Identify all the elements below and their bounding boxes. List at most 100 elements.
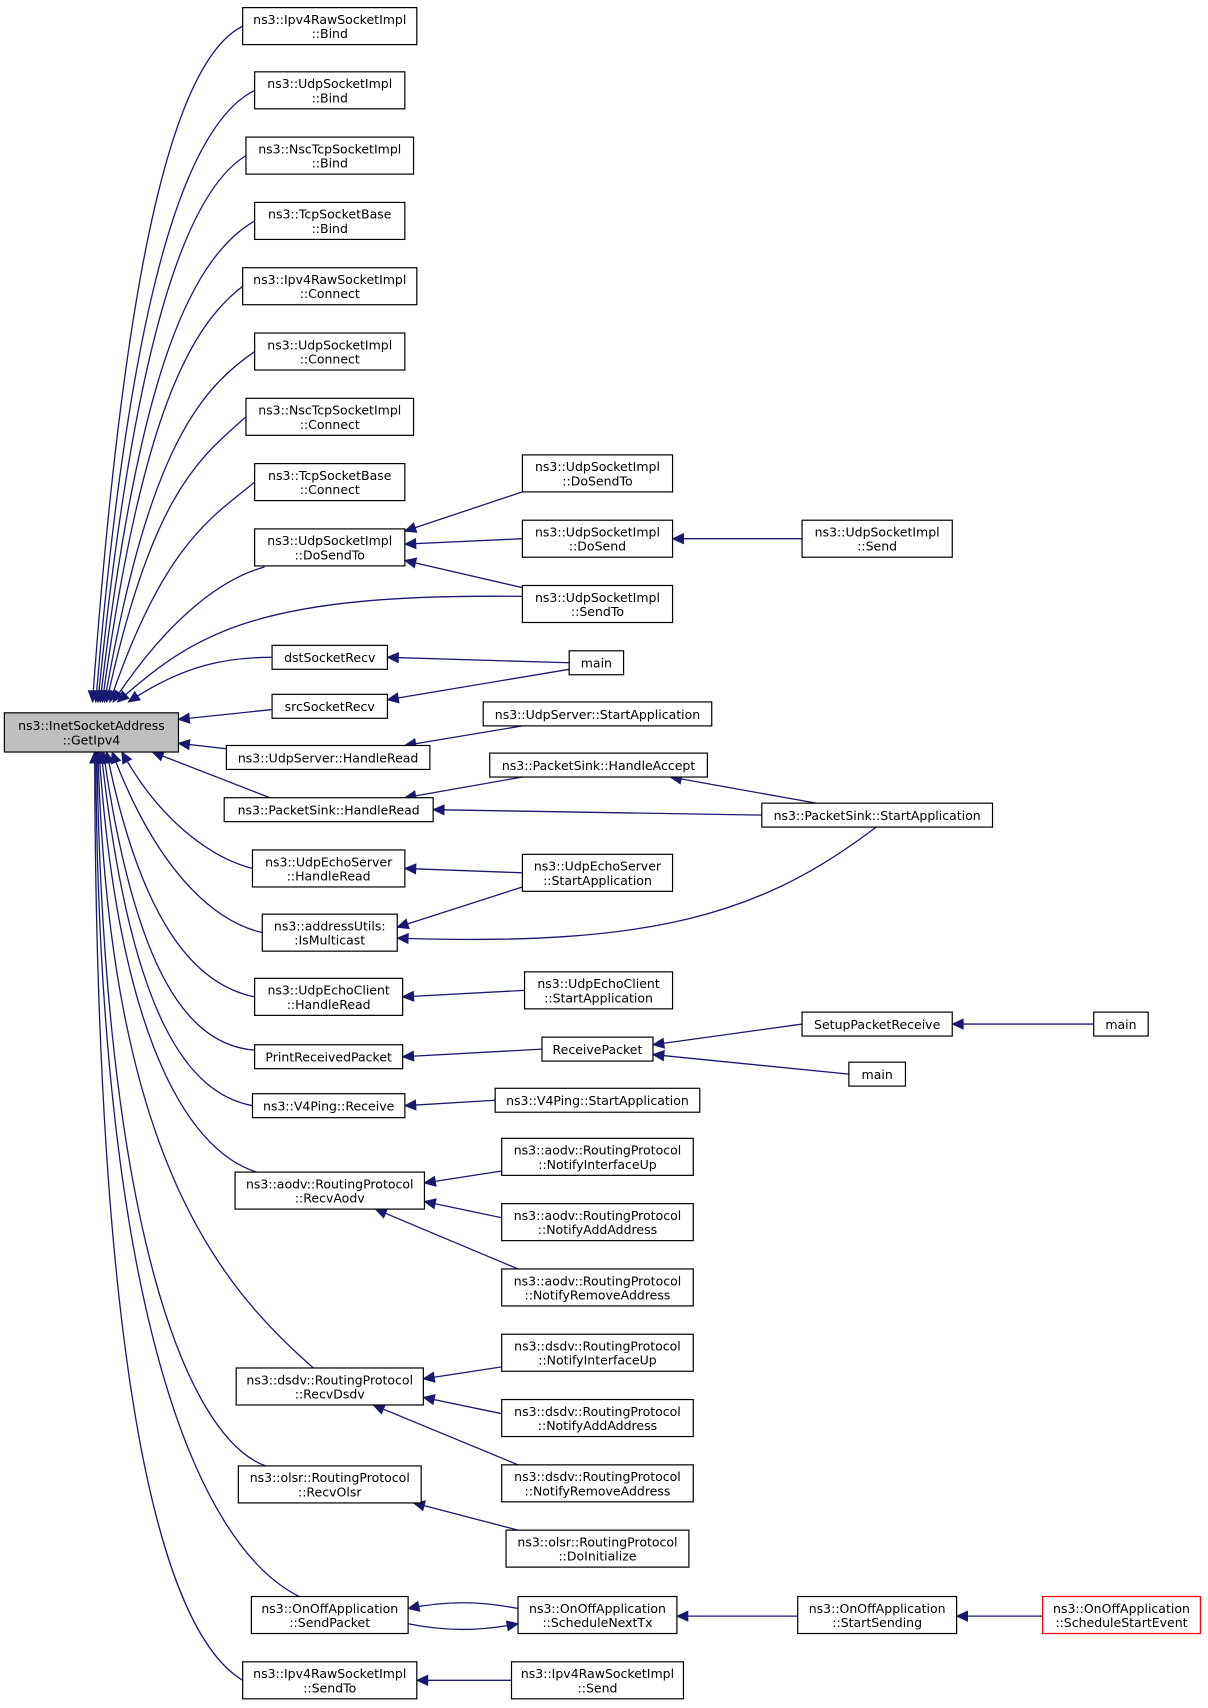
node-box (501, 1464, 694, 1503)
node-udpsock-connect[interactable]: ns3::UdpSocketImpl::Connect (254, 332, 406, 371)
node-udp-send[interactable]: ns3::UdpSocketImpl::Send (801, 519, 953, 558)
node-box (223, 797, 434, 823)
node-label-line1: ns3::NscTcpSocketImpl (258, 403, 401, 418)
node-label-line2: ::Connect (300, 417, 360, 432)
arrowhead-n_echoclient_start-to-n_echoclient_read (401, 990, 415, 1002)
node-label-line1: ns3::Ipv4RawSocketImpl (253, 272, 406, 287)
node-dsdv-recv[interactable]: ns3::dsdv::RoutingProtocol::RecvDsdv (235, 1367, 424, 1406)
node-label-line1: ns3::UdpSocketImpl (267, 76, 392, 91)
node-box (245, 136, 415, 175)
arrowhead-n_udp_sendto-to-root (116, 690, 130, 703)
node-box (494, 1087, 701, 1113)
node-label: ns3::V4Ping::StartApplication (506, 1093, 689, 1108)
node-box (237, 1465, 422, 1504)
node-ipv4raw-connect[interactable]: ns3::Ipv4RawSocketImpl::Connect (242, 267, 418, 306)
node-box (250, 1595, 409, 1635)
node-tcpbase-connect[interactable]: ns3::TcpSocketBase::Connect (254, 463, 406, 502)
node-udpserver-read[interactable]: ns3::UdpServer::HandleRead (225, 744, 431, 771)
edge-n_main1-to-n_dst_recv (387, 656, 570, 664)
node-onoff-startsend[interactable]: ns3::OnOffApplication::StartSending (797, 1595, 958, 1635)
node-box (482, 701, 713, 727)
node-echoclient-read[interactable]: ns3::UdpEchoClient::HandleRead (254, 977, 404, 1016)
node-label-line1: ns3::TcpSocketBase (268, 468, 392, 483)
node-nsc-bind[interactable]: ns3::NscTcpSocketImpl::Bind (245, 136, 415, 175)
node-ipv4raw-bind[interactable]: ns3::Ipv4RawSocketImpl::Bind (242, 7, 418, 46)
node-echoclient-start[interactable]: ns3::UdpEchoClient::StartApplication (523, 971, 674, 1010)
arrowhead-n_sink_start-to-n_sink_read (431, 804, 445, 816)
node-recvpacket[interactable]: ReceivePacket (541, 1036, 654, 1062)
node-onoff-schednext[interactable]: ns3::OnOffApplication::ScheduleNextTx (517, 1595, 678, 1635)
node-sink-start[interactable]: ns3::PacketSink::StartApplication (761, 802, 994, 828)
node-onoff-schedstart[interactable]: ns3::OnOffApplication::ScheduleStartEven… (1041, 1595, 1201, 1635)
edge-n_main1-to-n_src_recv (387, 668, 570, 701)
arrowhead-n_ipv4raw_sendto-to-root (89, 750, 101, 764)
node-olsr-init[interactable]: ns3::olsr::RoutingProtocol::DoInitialize (505, 1529, 690, 1568)
node-label: dstSocketRecv (284, 650, 376, 665)
node-dsdv-ifup[interactable]: ns3::dsdv::RoutingProtocol::NotifyInterf… (501, 1333, 694, 1372)
node-box (242, 1661, 418, 1700)
node-nsc-connect[interactable]: ns3::NscTcpSocketImpl::Connect (245, 397, 415, 436)
edge-n_onoff_schednext-to-n_onoff_sendpkt (407, 1602, 519, 1610)
node-label-line1: ns3::UdpSocketImpl (535, 459, 660, 474)
arrowhead-n_udp_dosendto2-to-n_udp_dosendto (403, 522, 418, 533)
node-label-line2: ::ScheduleStartEvent (1055, 1615, 1187, 1630)
node-udp-dosend[interactable]: ns3::UdpSocketImpl::DoSend (521, 519, 674, 558)
node-box (254, 977, 404, 1016)
node-box (254, 1044, 404, 1070)
arrowhead-n_src_recv-to-root (177, 712, 191, 724)
node-aodv-add[interactable]: ns3::aodv::RoutingProtocol::NotifyAddAdd… (501, 1203, 694, 1242)
node-echoserver-start[interactable]: ns3::UdpEchoServer::StartApplication (521, 853, 674, 892)
node-udp-dosendto[interactable]: ns3::UdpSocketImpl::DoSendTo (254, 528, 406, 567)
node-ismulticast[interactable]: ns3::addressUtils::IsMulticast (261, 913, 398, 952)
node-dst-recv[interactable]: dstSocketRecv (271, 644, 389, 670)
node-label-line1: ns3::InetSocketAddress (18, 718, 165, 733)
node-v4ping-recv[interactable]: ns3::V4Ping::Receive (251, 1093, 406, 1119)
edge-n_sink_start-to-n_sink_accept (670, 776, 817, 804)
node-printrecv[interactable]: PrintReceivedPacket (254, 1044, 404, 1070)
edge-n_aodv_ifup-to-n_aodv_recv (424, 1170, 502, 1184)
node-box (254, 332, 406, 371)
node-udpsock-bind[interactable]: ns3::UdpSocketImpl::Bind (254, 71, 406, 110)
node-main2[interactable]: main (1093, 1011, 1149, 1037)
arrowhead-n_echoserver_read-to-root (121, 750, 133, 765)
node-ipv4raw-sendto[interactable]: ns3::Ipv4RawSocketImpl::SendTo (242, 1661, 418, 1700)
root-node[interactable]: ns3::InetSocketAddress::GetIpv4 (3, 712, 180, 753)
node-box (234, 1171, 426, 1210)
node-src-recv[interactable]: srcSocketRecv (271, 693, 389, 719)
node-udp-dosendto2[interactable]: ns3::UdpSocketImpl::DoSendTo (521, 454, 674, 493)
node-label-line1: ns3::TcpSocketBase (268, 207, 392, 222)
node-tcpbase-bind[interactable]: ns3::TcpSocketBase::Bind (254, 201, 406, 241)
node-udpserver-start[interactable]: ns3::UdpServer::StartApplication (482, 701, 713, 727)
node-udp-sendto[interactable]: ns3::UdpSocketImpl::SendTo (521, 584, 674, 624)
node-sink-read[interactable]: ns3::PacketSink::HandleRead (223, 797, 434, 823)
node-aodv-rem[interactable]: ns3::aodv::RoutingProtocol::NotifyRemove… (501, 1268, 694, 1307)
node-label-line1: ns3::dsdv::RoutingProtocol (246, 1372, 413, 1387)
node-label-line1: ns3::UdpSocketImpl (535, 525, 660, 540)
node-echoserver-read[interactable]: ns3::UdpEchoServer::HandleRead (251, 849, 406, 888)
node-aodv-ifup[interactable]: ns3::aodv::RoutingProtocol::NotifyInterf… (501, 1137, 694, 1176)
node-ipv4raw-send[interactable]: ns3::Ipv4RawSocketImpl::Send (510, 1661, 685, 1700)
node-v4ping-start[interactable]: ns3::V4Ping::StartApplication (494, 1087, 701, 1113)
node-dsdv-add[interactable]: ns3::dsdv::RoutingProtocol::NotifyAddAdd… (501, 1398, 694, 1438)
node-label-line2: ::RecvAodv (295, 1191, 365, 1206)
arrowhead-n_udp_sendto-to-n_udp_dosendto (403, 557, 418, 569)
node-setuprecv[interactable]: SetupPacketReceive (801, 1011, 953, 1037)
node-label: SetupPacketReceive (814, 1017, 941, 1032)
node-aodv-recv[interactable]: ns3::aodv::RoutingProtocol::RecvAodv (234, 1171, 426, 1210)
node-box (1093, 1011, 1149, 1037)
node-label-line2: ::NotifyInterfaceUp (538, 1353, 656, 1368)
node-olsr-recv[interactable]: ns3::olsr::RoutingProtocol::RecvOlsr (237, 1465, 422, 1504)
node-label-line1: ns3::dsdv::RoutingProtocol (514, 1404, 681, 1419)
node-label: ns3::UdpServer::StartApplication (495, 707, 700, 722)
node-main1[interactable]: main (568, 650, 625, 676)
node-label-line1: ns3::olsr::RoutingProtocol (250, 1470, 410, 1485)
node-sink-accept[interactable]: ns3::PacketSink::HandleAccept (489, 752, 708, 778)
node-box (501, 1203, 694, 1242)
node-box (501, 1268, 694, 1307)
edge-n_ipv4raw_bind-to-root (91, 25, 243, 702)
node-box (801, 519, 953, 558)
node-dsdv-rem[interactable]: ns3::dsdv::RoutingProtocol::NotifyRemove… (501, 1464, 694, 1503)
node-onoff-sendpkt[interactable]: ns3::OnOffApplication::SendPacket (250, 1595, 409, 1635)
node-label-line2: ::ScheduleNextTx (542, 1615, 652, 1630)
node-main3[interactable]: main (848, 1061, 907, 1087)
